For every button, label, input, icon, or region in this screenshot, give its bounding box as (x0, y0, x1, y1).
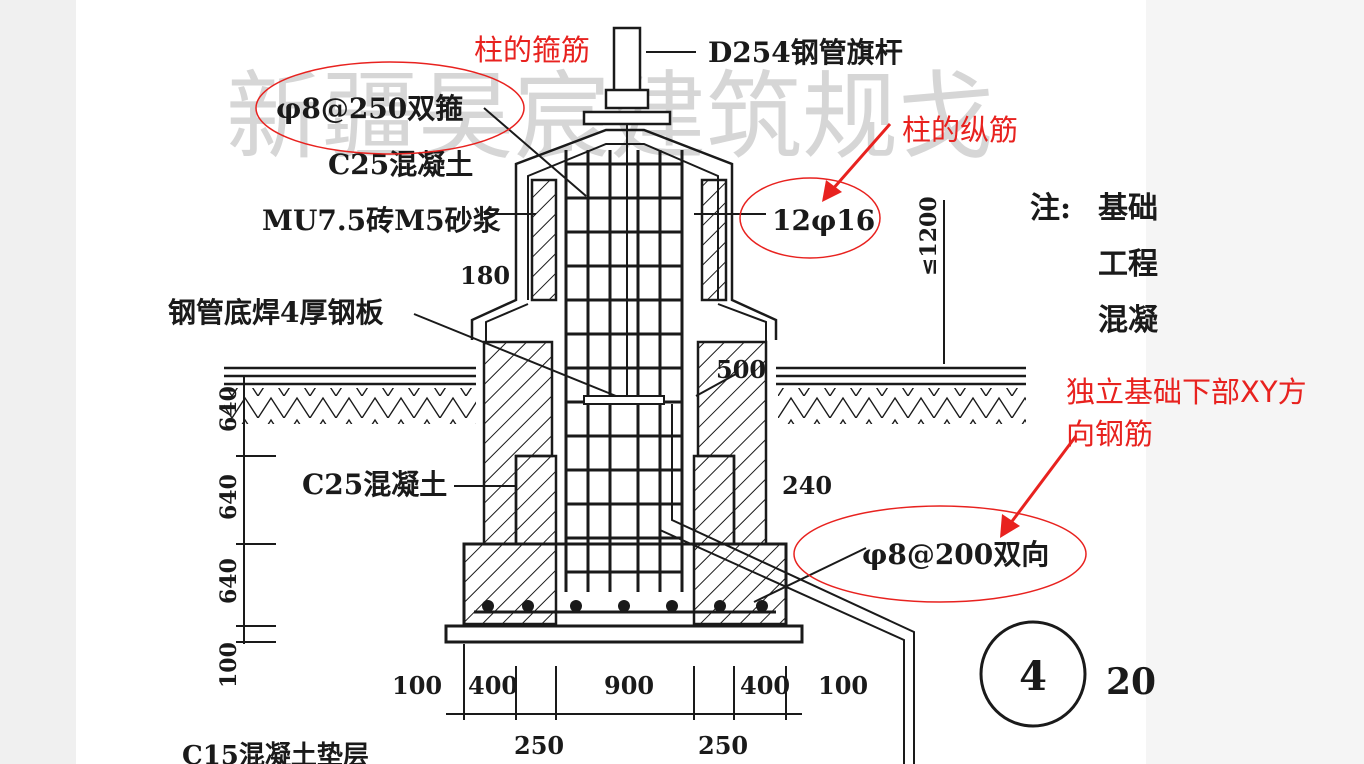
note-line-3: 混凝 (1098, 303, 1159, 338)
left-gutter (0, 0, 76, 764)
steel-plate (583, 395, 665, 405)
red-arrow-mesh (1000, 435, 1078, 538)
flagpole-base-plate (582, 110, 672, 126)
left-dim-2: 640 (216, 474, 242, 520)
label-concrete-mid: C25混凝土 (302, 468, 447, 501)
right-gutter (1146, 0, 1364, 764)
label-brick: MU7.5砖M5砂浆 (262, 204, 502, 237)
red-arrow-long-bar (822, 123, 892, 202)
flagpole (612, 26, 642, 96)
annotation-long-bar: 柱的纵筋 (902, 113, 1018, 147)
highlight-ellipse-long-bar (739, 177, 881, 259)
annotation-base-mesh-line1: 独立基础下部XY方 (1066, 375, 1307, 409)
bottom-mesh-bars (482, 600, 768, 612)
bottom-dim-2: 400 (468, 671, 518, 700)
note-line-1: 基础 (1098, 191, 1158, 226)
label-flagpole: D254钢管旗杆 (708, 36, 903, 69)
soil-hatch-left (224, 388, 476, 424)
detail-number: 4 (1019, 653, 1047, 700)
left-dim-3: 640 (216, 558, 242, 604)
concrete-shell (470, 128, 778, 340)
bottom-dim-3: 900 (604, 671, 654, 700)
label-cushion: C15混凝土垫层 (182, 741, 369, 764)
highlight-ellipse-mesh (793, 505, 1087, 603)
brick-upper-left (530, 178, 558, 302)
bottom-dim2-2: 250 (698, 731, 748, 760)
note-prefix: 注: (1030, 191, 1071, 226)
brick-upper-right (700, 178, 728, 302)
bottom-dim-1: 100 (392, 671, 442, 700)
left-dim-1: 640 (216, 386, 242, 432)
bottom-dim2-1: 250 (514, 731, 564, 760)
annotation-stirrup: 柱的箍筋 (474, 33, 590, 67)
label-elevation-1200: ≤1200 (916, 196, 942, 276)
annotation-base-mesh-line2: 向钢筋 (1066, 417, 1153, 451)
soil-hatch-right (778, 388, 1026, 424)
label-dim-500: 500 (716, 355, 766, 384)
label-long-bar-spec: 12φ16 (772, 204, 875, 237)
foundation-base (462, 542, 788, 628)
foundation-detail-drawing: 新疆昊宸建筑规戈 (168, 26, 1307, 764)
highlight-ellipse-stirrup (255, 61, 525, 155)
rebar-cage (564, 150, 684, 592)
flagpole-collar (604, 88, 650, 110)
detail-scale: 20 (1106, 661, 1156, 703)
drawing-sheet: 新疆昊宸建筑规戈 (76, 0, 1307, 764)
ground-line (224, 366, 1026, 386)
bottom-dim-5: 100 (818, 671, 868, 700)
detail-circle (979, 620, 1087, 728)
left-dimension-chain (236, 376, 276, 644)
label-stirrup-spec: φ8@250双箍 (276, 92, 463, 125)
label-dim-240: 240 (782, 471, 832, 500)
pier-wall-right (696, 340, 768, 546)
bottom-dimension-chain (446, 644, 802, 720)
left-dim-4: 100 (216, 642, 242, 688)
pier-wall-left (482, 340, 554, 546)
concrete-shell-inner (527, 143, 719, 300)
label-dim-180: 180 (460, 261, 510, 290)
note-line-2: 工程 (1098, 247, 1158, 282)
bottom-dim-4: 400 (740, 671, 790, 700)
concrete-cushion (444, 624, 804, 644)
drain-pipe (659, 404, 915, 764)
label-concrete-top: C25混凝土 (328, 148, 473, 181)
label-steel-plate: 钢管底焊4厚钢板 (168, 296, 383, 329)
shell-shoulders (485, 303, 767, 342)
label-mesh-spec: φ8@200双向 (862, 538, 1049, 571)
